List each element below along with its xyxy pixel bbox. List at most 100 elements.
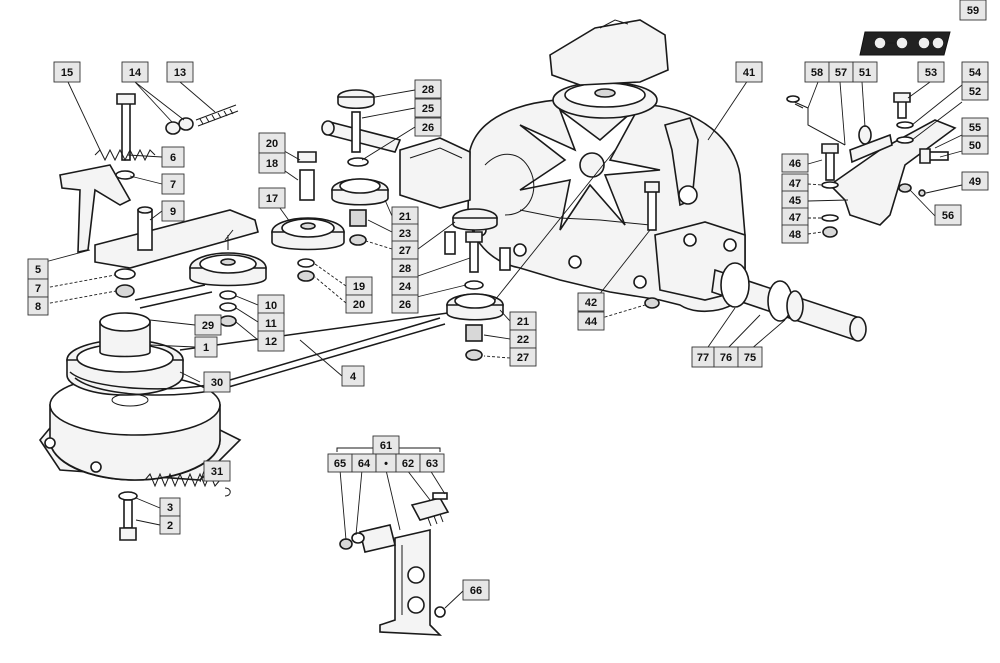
callout-17: 17 [258, 187, 286, 209]
callout-44: 44 [577, 311, 605, 331]
upper-idler-stack [331, 89, 389, 246]
svg-text:45: 45 [789, 195, 801, 207]
svg-text:62: 62 [402, 458, 414, 470]
callout-7-bottom: 7 [27, 278, 49, 298]
callout-19: 19 [345, 276, 373, 296]
svg-text:23: 23 [399, 228, 411, 240]
callout-63: 63 [419, 453, 445, 473]
svg-text:14: 14 [129, 67, 142, 79]
callout-27-bottom: 27 [509, 347, 537, 367]
svg-text:7: 7 [35, 283, 41, 295]
callout-28-bottom: 28 [391, 258, 419, 278]
callout-10: 10 [257, 294, 285, 316]
callout-6: 6 [161, 146, 185, 168]
callout-26-bottom: 26 [391, 294, 419, 314]
svg-text:56: 56 [942, 210, 954, 222]
callout-49: 49 [961, 171, 989, 191]
svg-text:52: 52 [969, 86, 981, 98]
svg-text:44: 44 [585, 316, 598, 328]
electric-clutch [39, 374, 242, 481]
callout-28-top: 28 [414, 79, 442, 99]
callout-54: 54 [961, 61, 989, 83]
callout-59: 59 [959, 0, 987, 21]
callout-42: 42 [577, 292, 605, 312]
svg-text:24: 24 [399, 281, 412, 293]
svg-text:11: 11 [265, 318, 277, 330]
svg-text:31: 31 [211, 466, 223, 478]
svg-text:22: 22 [517, 334, 529, 346]
svg-text:27: 27 [517, 352, 529, 364]
svg-text:63: 63 [426, 458, 438, 470]
svg-text:12: 12 [265, 336, 277, 348]
callout-77: 77 [691, 346, 715, 368]
svg-text:53: 53 [925, 67, 937, 79]
callout-56: 56 [934, 204, 962, 226]
callout-51: 51 [852, 61, 878, 83]
callout-57: 57 [828, 61, 854, 83]
callout-76: 76 [713, 346, 739, 368]
svg-text:13: 13 [174, 67, 186, 79]
callout-4: 4 [341, 365, 365, 387]
svg-text:1: 1 [203, 342, 209, 354]
callout-47-top: 47 [781, 173, 809, 193]
callout-26-top: 26 [414, 117, 442, 137]
callout-66: 66 [462, 579, 490, 601]
transaxle-pulley [552, 81, 658, 119]
callout-45: 45 [781, 190, 809, 210]
callout-25: 25 [414, 98, 442, 118]
svg-text:29: 29 [202, 320, 214, 332]
callout-2: 2 [159, 515, 181, 535]
svg-text:6: 6 [170, 152, 176, 164]
svg-text:65: 65 [334, 458, 346, 470]
svg-text:57: 57 [835, 67, 847, 79]
svg-text:15: 15 [61, 67, 73, 79]
callout-23: 23 [391, 223, 419, 243]
callout-46: 46 [781, 153, 809, 173]
svg-text:59: 59 [967, 5, 979, 17]
callout-18: 18 [258, 152, 286, 174]
callout-9: 9 [161, 200, 185, 222]
callout-20-top: 20 [258, 132, 286, 154]
svg-text:21: 21 [399, 211, 411, 223]
svg-text:25: 25 [422, 103, 434, 115]
svg-text:8: 8 [35, 301, 41, 313]
svg-text:77: 77 [697, 352, 709, 364]
callout-64: 64 [351, 453, 377, 473]
callout-11: 11 [257, 312, 285, 334]
svg-text:61: 61 [380, 440, 392, 452]
safety-switch-bracket [339, 492, 450, 636]
callout-21-bottom: 21 [509, 311, 537, 331]
callout-kit-marker: • [375, 453, 397, 473]
svg-text:47: 47 [789, 212, 801, 224]
callout-31: 31 [203, 460, 231, 482]
svg-text:42: 42 [585, 297, 597, 309]
callout-65: 65 [327, 453, 353, 473]
svg-text:76: 76 [720, 352, 732, 364]
left-idler-pulley [189, 229, 267, 327]
svg-text:26: 26 [399, 299, 411, 311]
svg-text:41: 41 [743, 67, 755, 79]
engine-pulley [66, 312, 184, 396]
svg-text:49: 49 [969, 176, 981, 188]
callout-20-bottom: 20 [345, 294, 373, 314]
svg-text:17: 17 [266, 193, 278, 205]
svg-text:46: 46 [789, 158, 801, 170]
svg-text:50: 50 [969, 140, 981, 152]
svg-text:64: 64 [358, 458, 371, 470]
callout-41: 41 [735, 61, 763, 83]
svg-text:26: 26 [422, 122, 434, 134]
callout-48: 48 [781, 224, 809, 244]
callout-47-bottom: 47 [781, 207, 809, 227]
callout-30: 30 [203, 371, 231, 393]
callout-58: 58 [804, 61, 830, 83]
callout-15: 15 [53, 61, 81, 83]
callout-3: 3 [159, 497, 181, 517]
svg-text:27: 27 [399, 245, 411, 257]
callout-13: 13 [166, 61, 194, 83]
svg-text:3: 3 [167, 502, 173, 514]
svg-text:10: 10 [265, 300, 277, 312]
svg-text:54: 54 [969, 67, 982, 79]
callout-14: 14 [121, 61, 149, 83]
callout-27-top: 27 [391, 240, 419, 260]
